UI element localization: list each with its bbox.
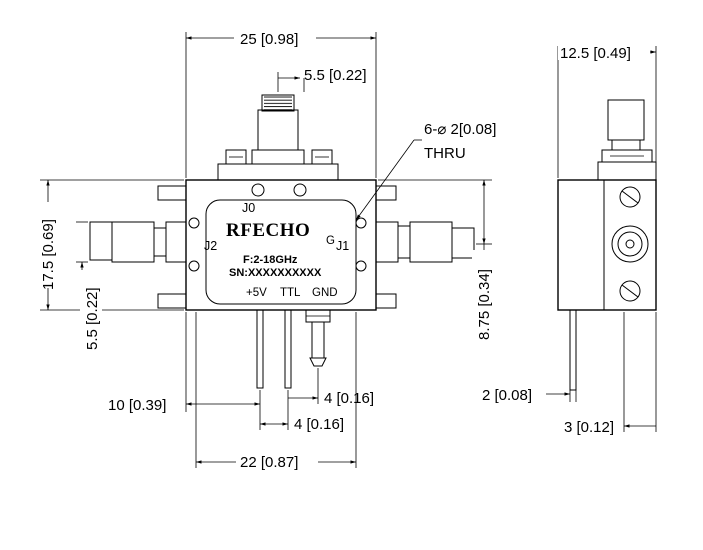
dim-connector-offset: 5.5 [0.22] — [304, 67, 367, 84]
dim-side-depth: 12.5 [0.49] — [560, 45, 631, 62]
port-label-j0: J0 — [242, 201, 255, 215]
frequency-label: F:2-18GHz — [243, 254, 298, 266]
mounting-hole — [188, 260, 200, 272]
mounting-hole — [188, 217, 200, 229]
dim-holes-thru: THRU — [424, 145, 466, 162]
mounting-hole — [293, 183, 307, 197]
dim-side-port-offset: 5.5 [0.22] — [84, 287, 101, 350]
mounting-hole — [355, 217, 367, 229]
top-connector — [217, 94, 339, 181]
dim-pin-offset: 10 [0.39] — [108, 397, 166, 414]
housing — [185, 179, 377, 311]
dim-side-pin-a: 2 [0.08] — [482, 387, 532, 404]
ground-screw — [305, 309, 331, 367]
pin-ttl — [284, 309, 292, 389]
dim-half-height: 8.75 [0.34] — [476, 269, 493, 340]
side-screw — [619, 280, 641, 302]
dim-height-left: 17.5 [0.69] — [40, 219, 57, 290]
ground-mark: G — [326, 235, 335, 247]
serial-label: SN:XXXXXXXXXX — [229, 267, 322, 279]
port-label-j1: J1 — [336, 239, 349, 253]
mounting-hole — [251, 183, 265, 197]
dim-side-pin-b: 3 [0.12] — [564, 419, 614, 436]
port-label-j2: J2 — [204, 239, 217, 253]
dim-width-bottom: 22 [0.87] — [240, 454, 298, 471]
mounting-hole — [355, 260, 367, 272]
side-screw — [619, 186, 641, 208]
pin-label-5v: +5V — [246, 287, 267, 299]
brand-logo: RFECHO — [226, 220, 310, 241]
left-connector — [89, 221, 187, 263]
pin-label-ttl: TTL — [280, 287, 301, 299]
front-view: J0 J2 J1 G RFECHO F:2-18GHz SN:XXXXXXXXX… — [38, 28, 496, 471]
right-connector — [375, 221, 475, 263]
dim-pin-pitch-b: 4 [0.16] — [294, 416, 344, 433]
side-port — [611, 225, 649, 263]
side-view: 12.5 [0.49] 2 [0.08] 3 [0.12] — [482, 42, 657, 436]
dim-width-top: 25 [0.98] — [240, 31, 298, 48]
dim-pin-pitch-a: 4 [0.16] — [324, 390, 374, 407]
pin-5v — [256, 309, 264, 389]
pin-label-gnd: GND — [312, 287, 338, 299]
dim-holes: 6-⌀ 2[0.08] — [424, 121, 496, 138]
